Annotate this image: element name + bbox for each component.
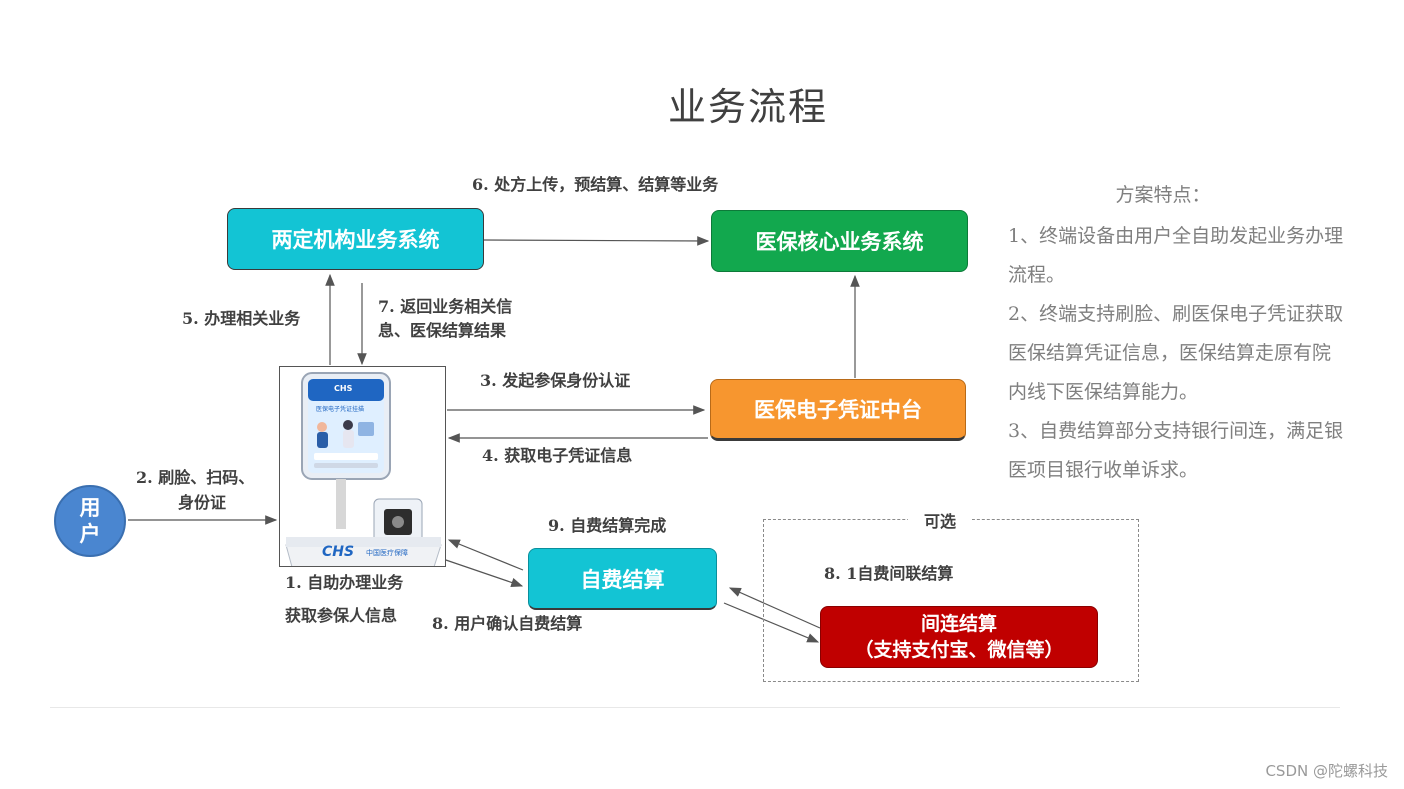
feature-item: 2、终端支持刷脸、刷医保电子凭证获取医保结算凭证信息，医保结算走原有院内线下医保… xyxy=(1008,303,1344,403)
step-2-label-line2: 身份证 xyxy=(178,493,227,512)
step-2-label-line1: 2. 刷脸、扫码、 xyxy=(136,468,255,487)
step-9-label: 9. 自费结算完成 xyxy=(548,516,667,535)
features-title: 方案特点： xyxy=(1115,184,1211,206)
self-pay-label: 自费结算 xyxy=(580,567,665,592)
user-node: 用 户 xyxy=(54,485,126,557)
step-1-label-line2: 获取参保人信息 xyxy=(285,606,398,625)
feature-item: 1、终端设备由用户全自助发起业务办理流程。 xyxy=(1008,225,1344,286)
optional-label: 可选 xyxy=(908,508,973,532)
indirect-settlement-line2: （支持支付宝、微信等） xyxy=(854,639,1064,661)
divider xyxy=(50,707,1340,708)
arrow-6 xyxy=(483,236,710,246)
kiosk-brand-logo: CHS xyxy=(322,544,355,560)
indirect-settlement-box: 间连结算 （支持支付宝、微信等） xyxy=(820,606,1098,668)
features-panel: 方案特点： 1、终端设备由用户全自助发起业务办理流程。 2、终端支持刷脸、刷医保… xyxy=(1008,176,1348,490)
two-institution-system-box: 两定机构业务系统 xyxy=(227,208,484,270)
core-system-label: 医保核心业务系统 xyxy=(755,230,924,254)
step-4-label: 4. 获取电子凭证信息 xyxy=(482,446,633,465)
step-8-label: 8. 用户确认自费结算 xyxy=(432,614,583,633)
user-label-line2: 户 xyxy=(79,522,101,546)
arrow-9 xyxy=(447,539,524,571)
feature-item: 3、自费结算部分支持银行间连，满足银医项目银行收单诉求。 xyxy=(1008,420,1344,481)
voucher-platform-box: 医保电子凭证中台 xyxy=(710,379,966,441)
indirect-settlement-line1: 间连结算 xyxy=(920,613,997,635)
kiosk-brand-sub: 中国医疗保障 xyxy=(366,549,408,557)
step-6-label: 6. 处方上传，预结算、结算等业务 xyxy=(472,175,719,194)
voucher-platform-label: 医保电子凭证中台 xyxy=(754,398,922,422)
step-3-label: 3. 发起参保身份认证 xyxy=(480,371,631,390)
watermark: CSDN @陀螺科技 xyxy=(1265,762,1388,780)
step-1-label-line1: 1. 自助办理业务 xyxy=(285,573,404,592)
kiosk-terminal-image: CHS 医保电子凭证挂描 CHS 中国医疗保障 xyxy=(279,366,446,567)
step-7-label-line2: 息、医保结算结果 xyxy=(378,321,507,340)
user-label-line1: 用 xyxy=(79,496,101,520)
kiosk-screen-logo: CHS xyxy=(334,384,353,393)
arrow-8-1-back xyxy=(728,587,821,629)
arrow-8-1-out xyxy=(723,602,820,643)
core-system-box: 医保核心业务系统 xyxy=(711,210,968,272)
page-title: 业务流程 xyxy=(667,85,828,129)
kiosk-screen-text: 医保电子凭证挂描 xyxy=(316,406,365,413)
self-pay-box: 自费结算 xyxy=(528,548,717,610)
step-8-1-label: 8. 1自费间联结算 xyxy=(824,564,954,583)
kiosk-illustration xyxy=(285,372,442,566)
step-7-label-line1: 7. 返回业务相关信 xyxy=(378,297,513,316)
step-5-label: 5. 办理相关业务 xyxy=(182,309,301,328)
two-institution-system-label: 两定机构业务系统 xyxy=(271,228,440,252)
arrow-8 xyxy=(439,557,524,588)
